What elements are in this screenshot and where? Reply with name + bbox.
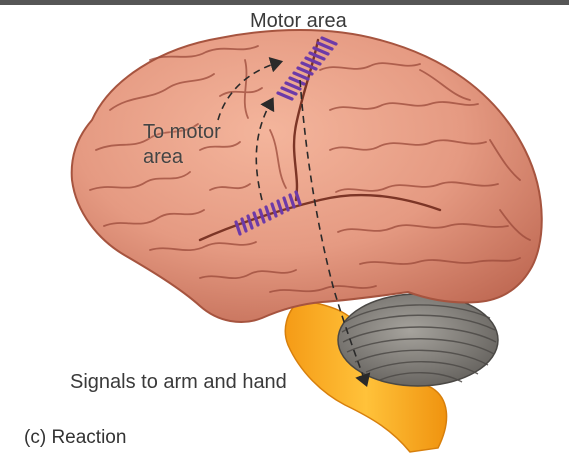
cerebrum <box>72 30 542 322</box>
caption-part-label: (c) <box>24 427 46 448</box>
to-motor-area-label-line2: area <box>143 145 221 170</box>
motor-area-label: Motor area <box>250 10 347 32</box>
signals-to-arm-label: Signals to arm and hand <box>70 371 287 393</box>
caption-text: Reaction <box>51 427 126 448</box>
figure-caption: (c) Reaction <box>24 427 126 449</box>
to-motor-area-label: To motor area <box>143 120 221 170</box>
to-motor-area-label-line1: To motor <box>143 120 221 145</box>
